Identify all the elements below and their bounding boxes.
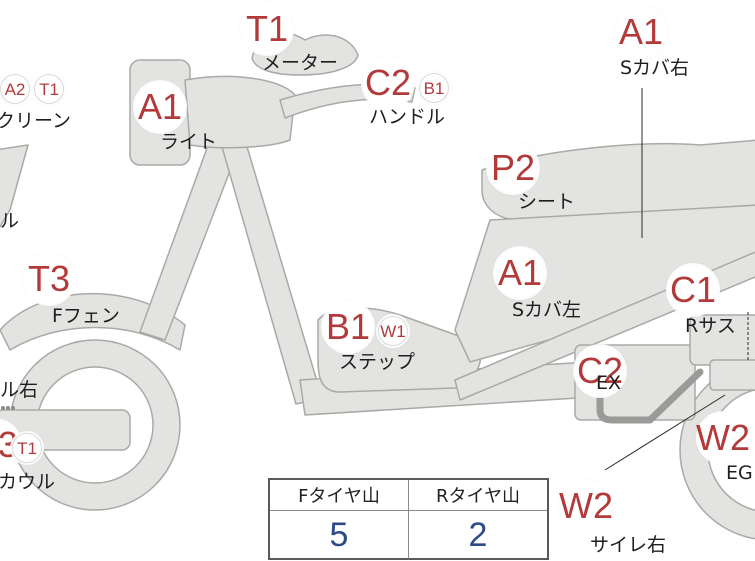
callout-label-cowl: カウル [0,471,56,493]
code-badge: P2 [488,143,538,193]
leader-lines [604,88,749,471]
front-fork-part [139,139,239,341]
callout-label-exhaust: EX [596,372,622,394]
callout-label-s-cover-left: Sカバ左 [512,299,582,321]
callout-label-step: ステップ [339,351,416,373]
code-badge: C1 [668,265,718,315]
front-tire-header: Fタイヤ山 [298,486,380,507]
callout-label-meter: メーター [262,52,339,74]
code-badge: W1 [378,316,408,346]
code-badge: B1 [419,73,449,103]
windshield-part [0,144,29,229]
callout-label-engine: EG [726,462,753,484]
code-badge: A1 [616,7,666,57]
steering-column-part [219,139,323,405]
callout-label-side-right: ル右 [0,379,39,401]
code-badge: A1 [135,82,185,132]
rear-tire-value: 2 [408,511,547,559]
callout-label-r-sus: Rサス [685,315,736,337]
exhaust-pipe [596,368,704,424]
code-badge: A1 [495,248,545,298]
callout-label-left-edge: ル [0,210,20,232]
head-cover-part [184,75,296,149]
callout-label-f-fender: Fフェン [52,305,120,327]
code-badge: C2 [363,58,413,108]
callout-label-silencer-right: サイレ右 [590,534,667,556]
callout-label-s-cover-right: Sカバ右 [620,57,690,79]
code-badge: T1 [12,433,42,463]
code-badge: T1 [34,74,64,104]
callout-label-light: ライト [160,131,218,153]
code-badge: W2 [696,413,750,463]
tire-table-value-row: 5 2 [270,511,547,559]
code-badge: W2 [559,481,613,531]
callout-label-screen: クリーン [0,110,72,132]
code-badge: T3 [24,254,74,304]
code-badge: T1 [242,4,292,54]
scooter-body [0,31,755,540]
seat-part [481,139,755,221]
front-tire-value: 5 [329,515,349,554]
leader-silencer [604,394,726,471]
side-marker [1,406,15,410]
callout-label-handle: ハンドル [369,106,446,128]
rear-suspension-lower-part [709,359,755,391]
code-badge: C2 [575,346,625,396]
code-badge: B1 [323,302,373,352]
code-badge: A2 [0,74,30,104]
callout-label-seat: シート [518,191,576,213]
tire-tread-table: Fタイヤ山 Rタイヤ山 5 2 [268,478,549,560]
rear-tire-header: Rタイヤ山 [408,480,547,510]
tire-table-header-row: Fタイヤ山 Rタイヤ山 [270,480,547,511]
